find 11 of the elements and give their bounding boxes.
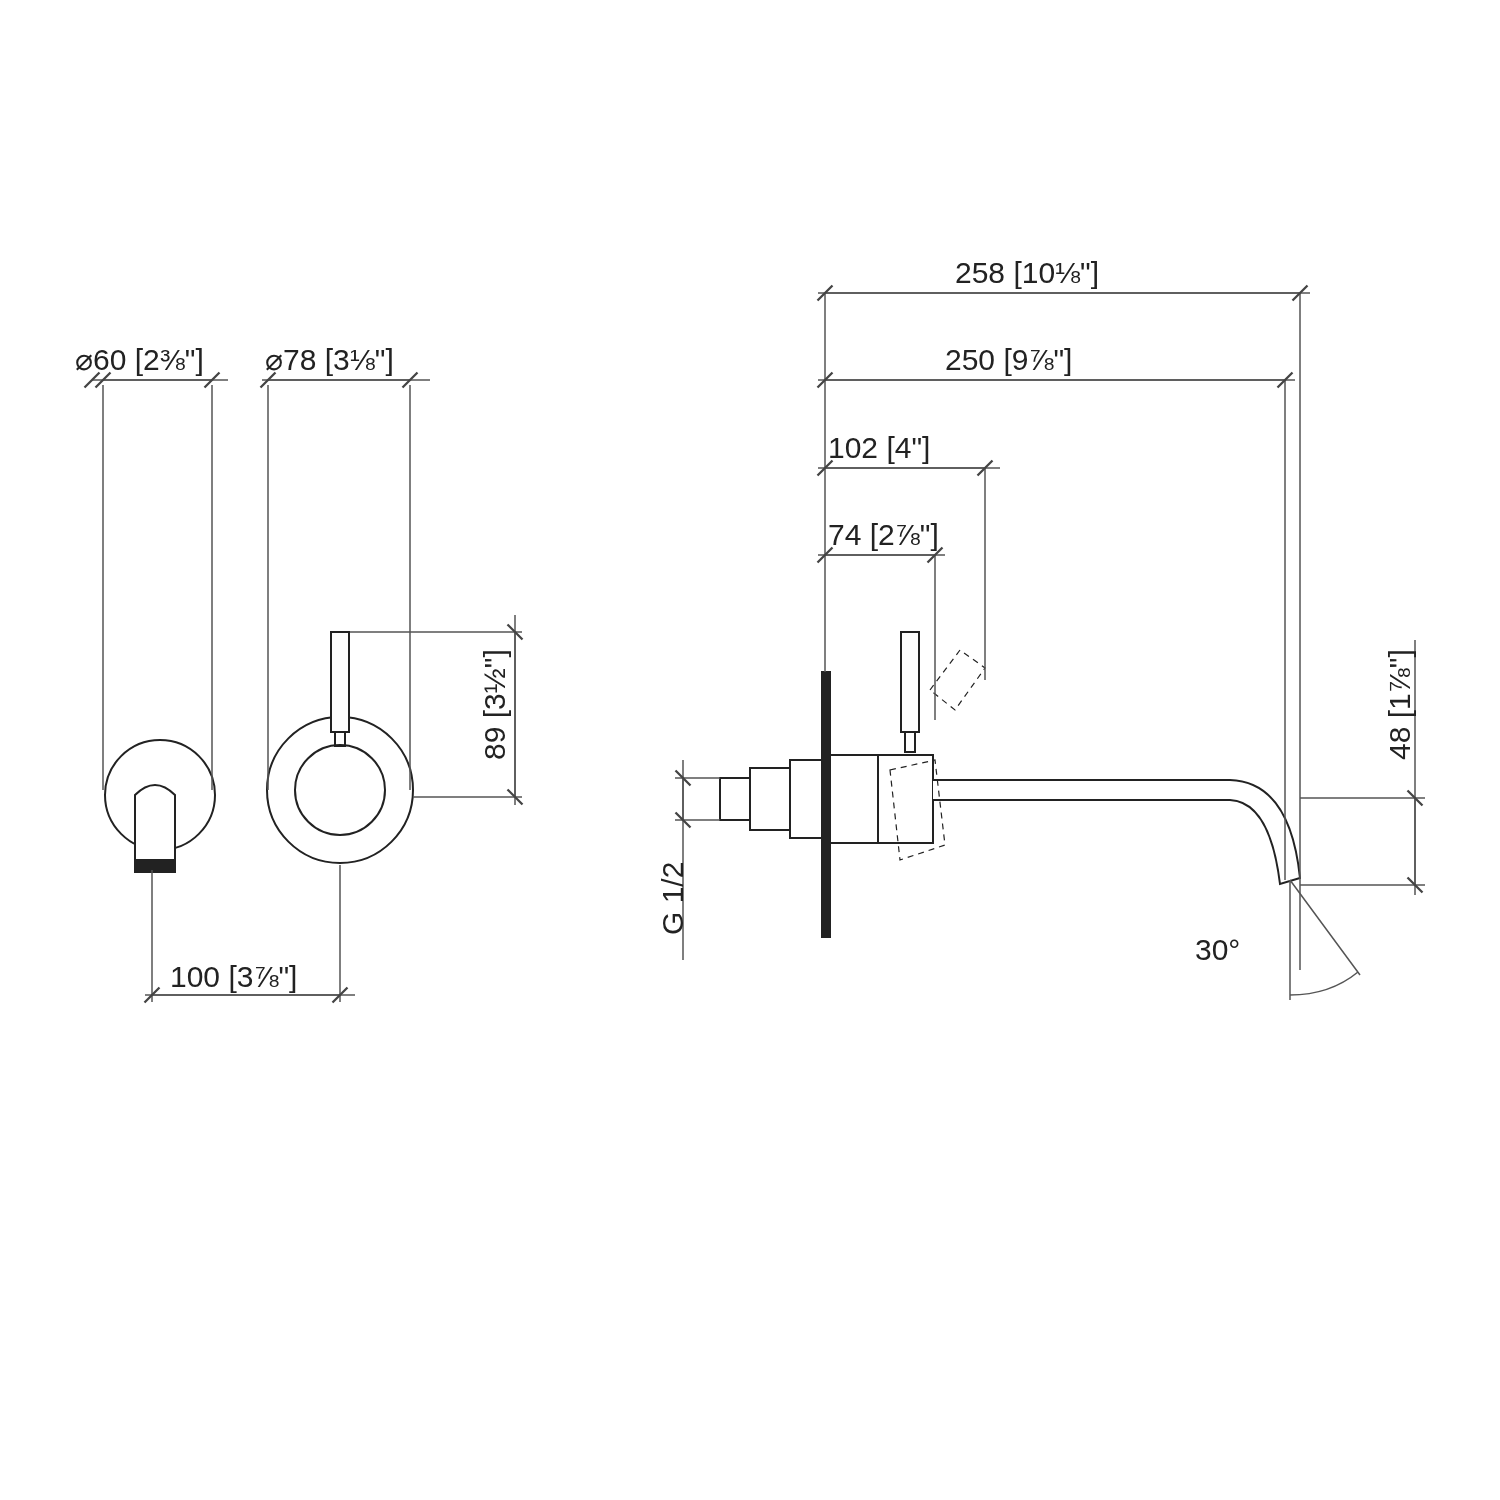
dimension-label: 258 [10⅛"] [955,258,1100,288]
dimension-label: G 1/2 [658,861,688,935]
dimension-label: 30° [1195,935,1241,965]
dimension-label: ⌀78 [3⅛"] [265,345,394,375]
dimension-label: 48 [1⅞"] [1385,649,1415,760]
dimension-label: 102 [4"] [828,433,931,463]
dimension-label: 250 [9⅞"] [945,345,1073,375]
dimension-label: 74 [2⅞"] [828,520,939,550]
dimension-label: 89 [3½"] [480,649,510,760]
dimension-label: ⌀60 [2⅜"] [75,345,204,375]
dimension-label: 100 [3⅞"] [170,962,298,992]
